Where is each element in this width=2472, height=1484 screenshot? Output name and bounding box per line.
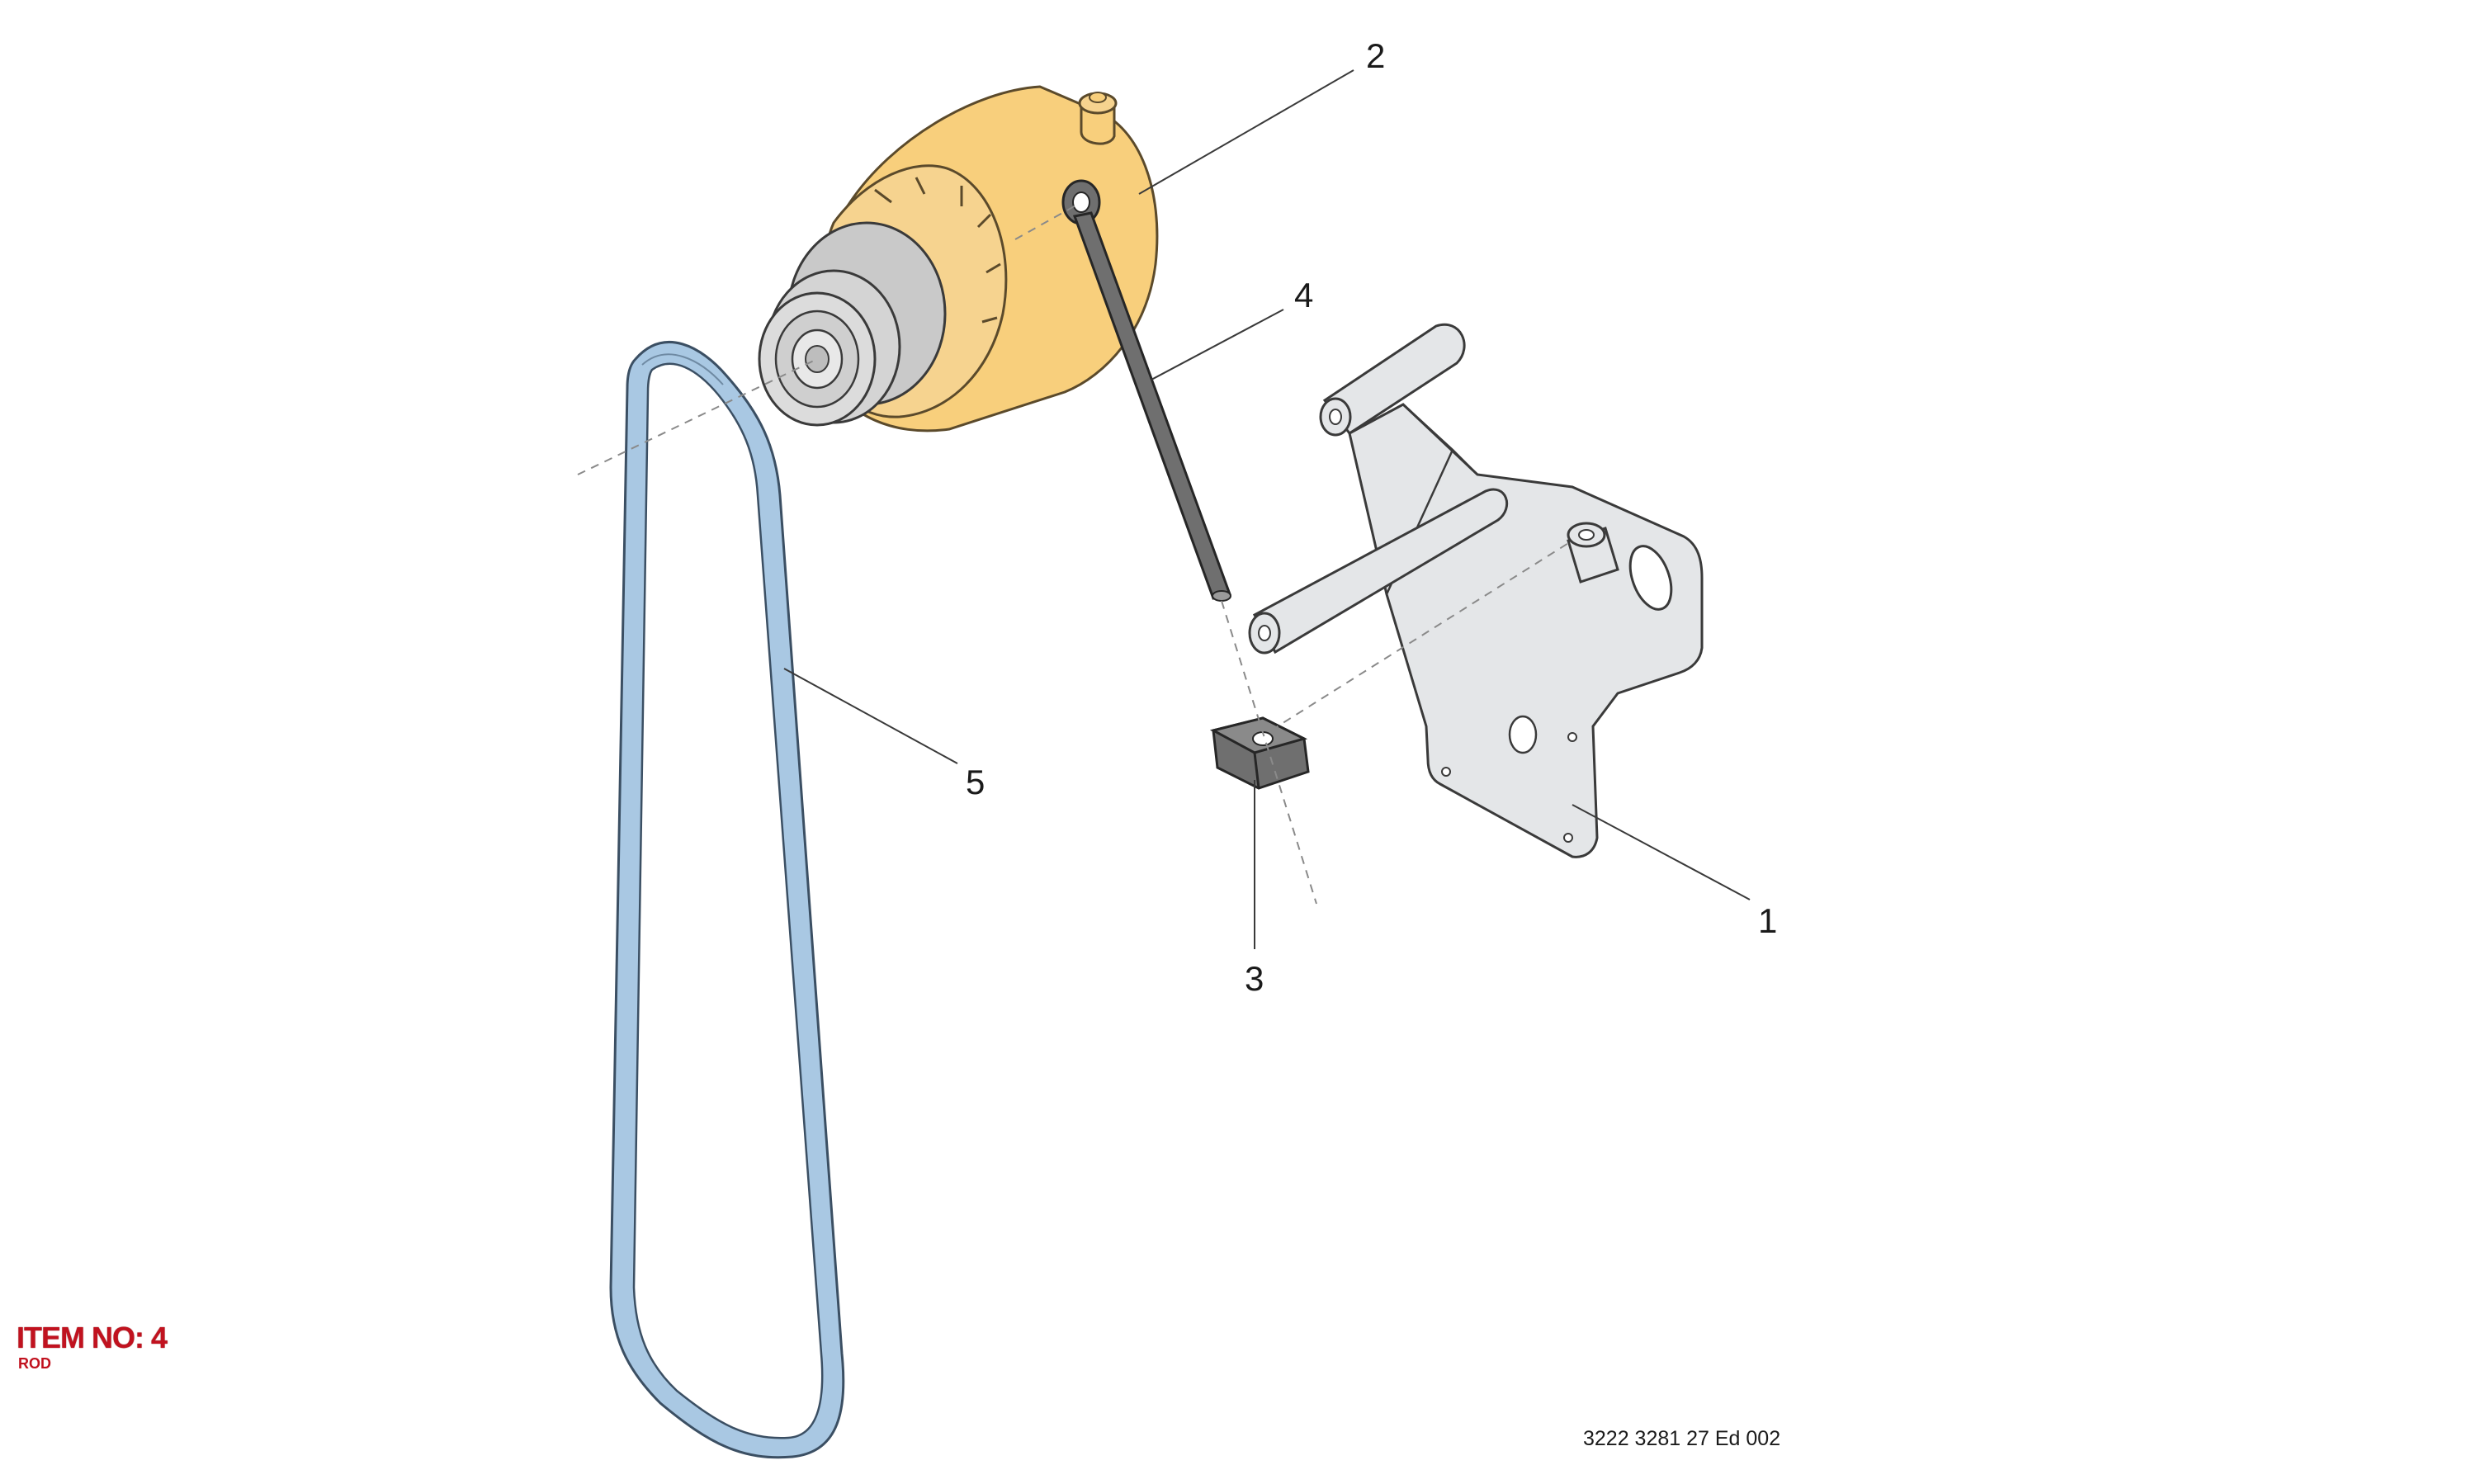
alternator[interactable] xyxy=(758,85,1159,432)
item-name-label: ROD xyxy=(18,1355,51,1372)
alternator-pulley xyxy=(758,221,947,427)
document-reference: 3222 3281 27 Ed 002 xyxy=(1583,1427,1781,1450)
callout-4: 4 xyxy=(1294,276,1313,314)
v-belt[interactable] xyxy=(609,341,845,1459)
callout-3: 3 xyxy=(1245,959,1264,998)
callout-5: 5 xyxy=(966,763,985,801)
leader-lines xyxy=(783,69,1751,949)
callout-2: 2 xyxy=(1366,36,1385,75)
spacer-block[interactable] xyxy=(1209,716,1310,790)
assembly-centerlines xyxy=(577,204,1573,905)
mounting-bracket[interactable] xyxy=(1248,323,1704,858)
item-number-label: ITEM NO: 4 xyxy=(17,1321,168,1354)
callout-1: 1 xyxy=(1758,901,1777,940)
